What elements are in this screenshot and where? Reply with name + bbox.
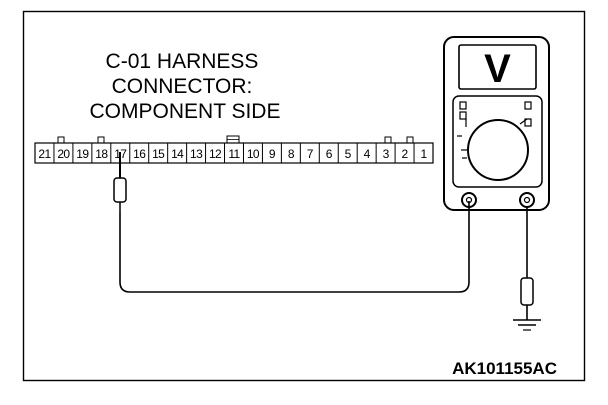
pin-label-11: 11 xyxy=(228,147,240,161)
test-lead-wire xyxy=(119,201,470,293)
pin-label-3: 3 xyxy=(383,147,390,161)
pin-label-16: 16 xyxy=(133,147,146,161)
pin-label-14: 14 xyxy=(171,147,184,161)
multimeter: V xyxy=(443,36,550,211)
pin-label-8: 8 xyxy=(288,147,295,161)
pin-label-12: 12 xyxy=(209,147,222,161)
pin-label-1: 1 xyxy=(420,147,427,161)
pin-label-7: 7 xyxy=(307,147,314,161)
negative-jack xyxy=(519,192,535,208)
range-tick xyxy=(519,118,528,125)
pin-label-2: 2 xyxy=(402,147,409,161)
pin-label-6: 6 xyxy=(326,147,333,161)
figure-code: AK101155AC xyxy=(452,359,557,378)
probe-handle xyxy=(113,177,127,203)
multimeter-body xyxy=(443,36,550,211)
positive-jack-hole xyxy=(465,196,473,204)
ground-probe-handle xyxy=(520,277,534,306)
range-indicator xyxy=(459,101,467,110)
ground-lead xyxy=(513,207,541,331)
pin-label-15: 15 xyxy=(152,147,165,161)
range-indicator xyxy=(524,101,532,110)
pin-label-21: 21 xyxy=(38,147,51,161)
connector-tab xyxy=(384,136,392,144)
positive-jack xyxy=(461,192,477,208)
multimeter-panel xyxy=(452,95,543,188)
range-selector-dial xyxy=(467,119,529,181)
pin-label-18: 18 xyxy=(95,147,108,161)
meter-display-symbol: V xyxy=(484,47,511,91)
range-indicator xyxy=(459,111,467,120)
connector-label-line3: COMPONENT SIDE xyxy=(90,100,281,123)
connector-label: C-01 HARNESS CONNECTOR: COMPONENT SIDE xyxy=(90,50,281,123)
figure-frame xyxy=(22,10,586,382)
connector-tab xyxy=(406,136,414,144)
multimeter-display xyxy=(458,44,537,90)
connector-tab xyxy=(97,136,105,144)
pin-label-20: 20 xyxy=(57,147,70,161)
pin-label-5: 5 xyxy=(345,147,352,161)
pin-label-10: 10 xyxy=(247,147,260,161)
range-indicator xyxy=(524,118,532,127)
test-probe xyxy=(113,152,127,212)
connector-tab xyxy=(57,136,65,144)
negative-jack-hole xyxy=(523,196,531,204)
pin-label-19: 19 xyxy=(76,147,89,161)
connector-label-line1: C-01 HARNESS xyxy=(106,50,259,73)
pin-label-17: 17 xyxy=(114,147,127,161)
pin-label-4: 4 xyxy=(364,147,371,161)
pin-label-13: 13 xyxy=(190,147,203,161)
connector-label-line2: CONNECTOR: xyxy=(112,75,253,98)
pin-label-9: 9 xyxy=(269,147,276,161)
